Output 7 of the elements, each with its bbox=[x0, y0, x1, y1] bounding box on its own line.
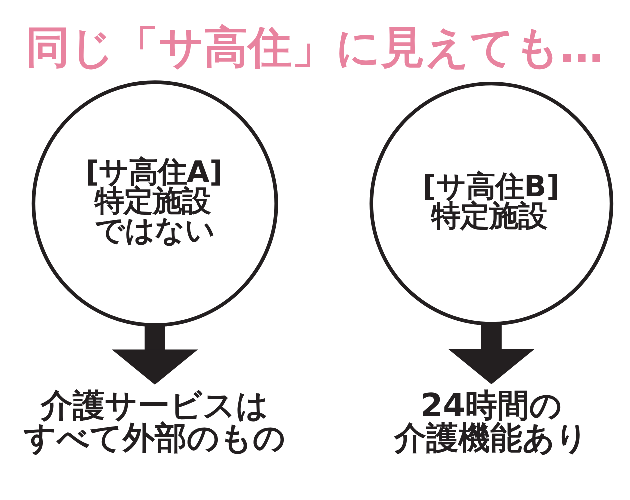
node-text: 介護サービスはすべて外部のもの bbox=[24, 386, 286, 457]
node-circle: [サ高住B] 特定施設 bbox=[370, 82, 614, 326]
diagram-title: 同じ「サ高住」に見えても… bbox=[26, 22, 604, 74]
node-circle: [サ高住A] 特定施設ではない bbox=[32, 80, 278, 328]
node-text: 24時間の介護機能あり bbox=[394, 386, 588, 457]
arrow bbox=[112, 325, 198, 385]
arrow bbox=[448, 324, 535, 385]
